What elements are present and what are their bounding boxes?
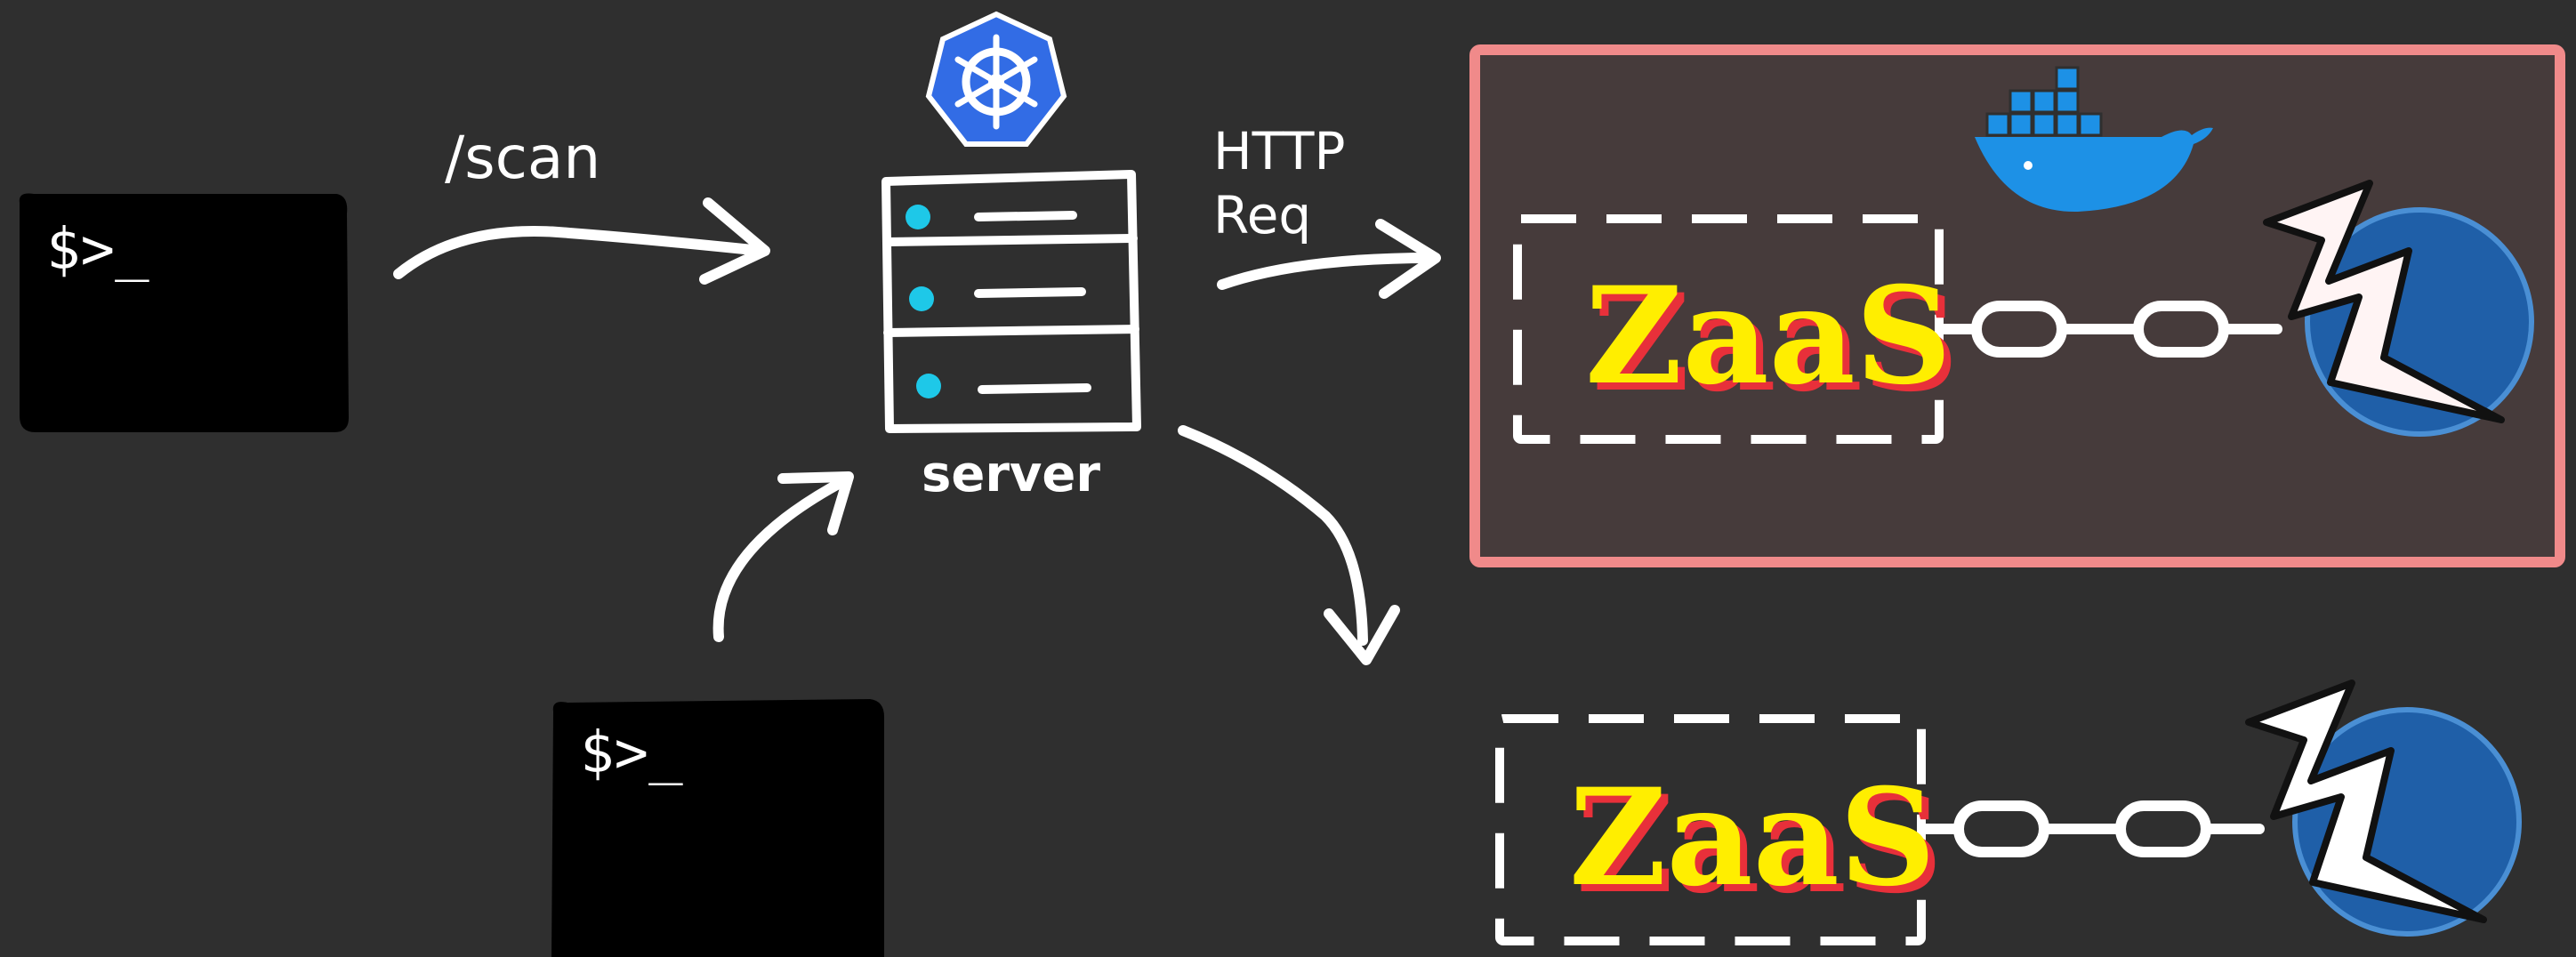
zaas-logo-bottom: ZaaS (1569, 760, 1936, 916)
server-status-dots (906, 205, 941, 398)
terminal-window-bottom: $>_ (551, 699, 884, 957)
server-icon (881, 170, 1141, 433)
scan-arrow (393, 197, 770, 285)
terminal-window-top: $>_ (19, 193, 350, 432)
server-label: server (922, 446, 1100, 503)
docker-whale-icon (1975, 66, 2213, 213)
http-label-line1: HTTP (1213, 121, 1345, 181)
zaas-box-bottom: ZaaS ZaaS (1495, 714, 1943, 945)
terminal-prompt-top: $>_ (46, 217, 149, 283)
http-request-arrow (1217, 219, 1441, 299)
zaas-box-top: ZaaS ZaaS (1513, 214, 1959, 444)
scanner-bolt-icon-bottom (2245, 680, 2522, 937)
kubernetes-icon (925, 11, 1067, 147)
chain-link-icon-top (1937, 301, 2282, 358)
terminal-prompt-bottom: $>_ (580, 720, 683, 786)
zaas-shadow-bottom: ZaaS (1576, 767, 1943, 923)
scan-label: /scan (445, 124, 600, 192)
submit-arrow (712, 471, 854, 642)
scale-out-arrow (1178, 425, 1400, 665)
scanner-bolt-icon-top (2263, 180, 2534, 437)
chain-link-icon-bottom (1920, 800, 2265, 857)
zaas-shadow-top: ZaaS (1592, 265, 1959, 422)
http-label-line2: Req (1213, 185, 1311, 245)
zaas-logo-top: ZaaS (1585, 258, 1952, 414)
